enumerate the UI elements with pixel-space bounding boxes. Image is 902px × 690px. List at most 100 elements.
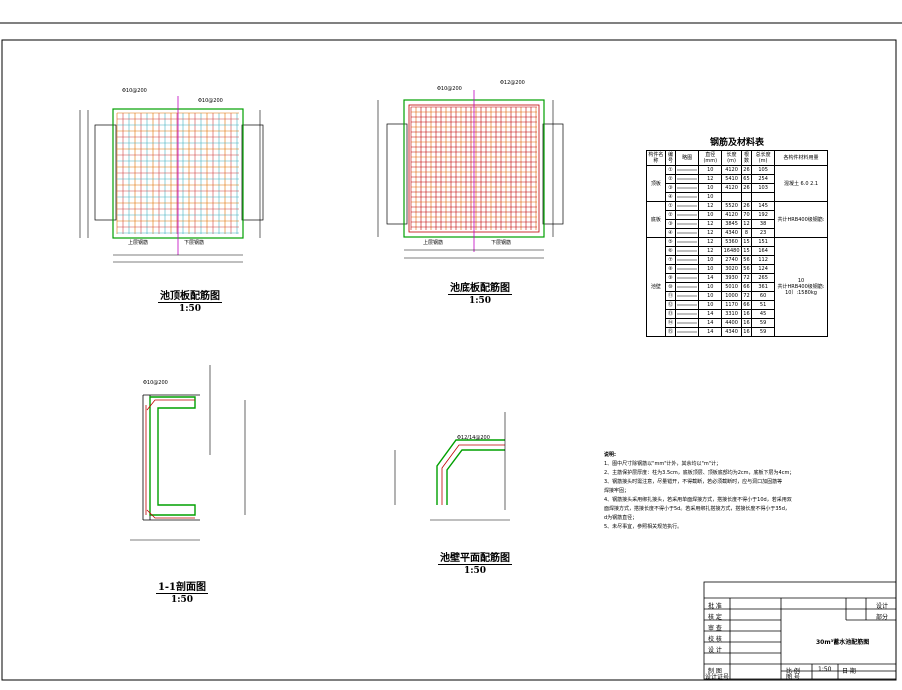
rebar-callout-4: Φ10@200 [437,86,462,92]
table-cell: 72 [740,291,753,301]
sketch-cell [675,228,700,238]
note-line: 面焊接方式，搭接长度不得小于5d。若采用绑扎搭接方式，搭接长度不得小于35d， [604,506,790,512]
table-cell: 4120 [721,183,742,193]
table-cell: 16 [740,318,753,328]
table-cell: 12 [698,174,723,184]
table-cell: 5410 [721,174,742,184]
table-cell: 66 [740,300,753,310]
table-cell: 12 [698,219,723,229]
table-cell: 5520 [721,201,742,211]
note-line: 5、未尽事宜，参照相关规范执行。 [604,524,683,530]
sketch-cell [675,318,700,328]
table-cell: 3310 [721,309,742,319]
table-cell: 59 [751,327,775,337]
tb-scale: 1:50 [818,666,832,673]
tb-design: 设计 [876,603,889,610]
table-cell: 164 [751,246,775,256]
title-block-frame [703,581,897,680]
table-cell: 56 [740,264,753,274]
top-concrete: 6.0 [800,180,809,187]
table-cell: 45 [751,309,775,319]
table-cell: 16480 [721,246,742,256]
tb-review: 审 查 [708,625,722,632]
table-cell: 12 [698,201,723,211]
sketch-cell [675,210,700,220]
wall-concrete: 10 [797,278,805,284]
sketch-cell [675,264,700,274]
table-cell: 192 [751,210,775,220]
table-cell: 38 [751,219,775,229]
table-cell: 15 [740,237,753,247]
table-cell: 3020 [721,264,742,274]
wall-plan-view [394,412,510,521]
table-cell: ④ [664,192,677,202]
section-view [130,365,246,541]
bottom-slab-scale: 1:50 [468,296,492,306]
table-cell: 4120 [721,165,742,175]
table-cell: 60 [751,291,775,301]
tb-date-label: 日 期 [842,668,856,675]
top-slab-caption: 池顶板配筋图 1:50 [140,284,240,314]
table-header-cell: 长度(m) [721,150,742,166]
material-cell: 共计HRB400级钢筋: [774,201,828,238]
note-line: 2、主筋保护层厚度：柱为3.5cm，底板顶层、顶板底部均为2cm，底板下层为4c… [604,470,795,476]
table-cell: 145 [751,201,775,211]
table-cell [740,192,753,202]
table-cell: 10 [698,165,723,175]
table-cell: ⑬ [664,309,677,319]
table-cell: 15 [740,246,753,256]
top-slab-scale: 1:50 [178,304,202,314]
sketch-cell [675,300,700,310]
table-cell: 10 [698,255,723,265]
table-cell: 12 [740,219,753,229]
rebar-table-title: 钢筋及材料表 [709,138,764,148]
sketch-cell [675,201,700,211]
section-title: 1-1剖面图 [155,578,209,594]
table-cell: 16 [740,327,753,337]
tb-designer: 设 计 [708,647,722,654]
table-cell: 105 [751,165,775,175]
section-scale: 1:50 [170,595,194,605]
table-cell: ⑤ [664,237,677,247]
table-cell: 65 [740,174,753,184]
table-cell: 26 [740,183,753,193]
table-cell: 3845 [721,219,742,229]
table-cell: ⑥ [664,246,677,256]
table-cell: 12 [698,246,723,256]
table-header-cell: 根数 [740,150,753,166]
sketch-cell [675,273,700,283]
sketch-cell [675,246,700,256]
table-cell: 1170 [721,300,742,310]
rebar-callout-6: Φ12/14@200 [457,435,490,441]
notes: 说明: 1、图中尺寸除钢筋以"mm"计外，其余均以"m"计； 2、主筋保护层厚度… [604,451,834,532]
note-line: 4、钢筋接头采用绑扎接头，若采用单面焊接方式，搭接长度不得小于10d，若采用双 [604,497,792,503]
sketch-cell [675,165,700,175]
table-cell: ⑮ [664,327,677,337]
table-cell: 4340 [721,228,742,238]
table-cell: 70 [740,210,753,220]
sketch-cell [675,327,700,337]
table-cell: 10 [698,282,723,292]
table-cell: 124 [751,264,775,274]
table-cell: ① [664,165,677,175]
table-cell: 1000 [721,291,742,301]
top-slab-upper-label: 上层钢筋 [128,240,149,246]
title-block: 批 准 核 定 审 查 校 核 设 计 制 图 设计证号 设计 部分 30m³蓄… [704,582,896,681]
table-cell: 16 [740,309,753,319]
bottom-slab-caption: 池底板配筋图 1:50 [430,276,530,306]
tb-verify: 核 定 [708,614,722,621]
table-cell: 10 [698,183,723,193]
table-cell: 14 [698,273,723,283]
sketch-cell [675,237,700,247]
table-cell: 59 [751,318,775,328]
table-cell: ③ [664,183,677,193]
wall-plan-scale: 1:50 [463,566,487,576]
table-header-cell: 总长度(m) [751,150,775,166]
